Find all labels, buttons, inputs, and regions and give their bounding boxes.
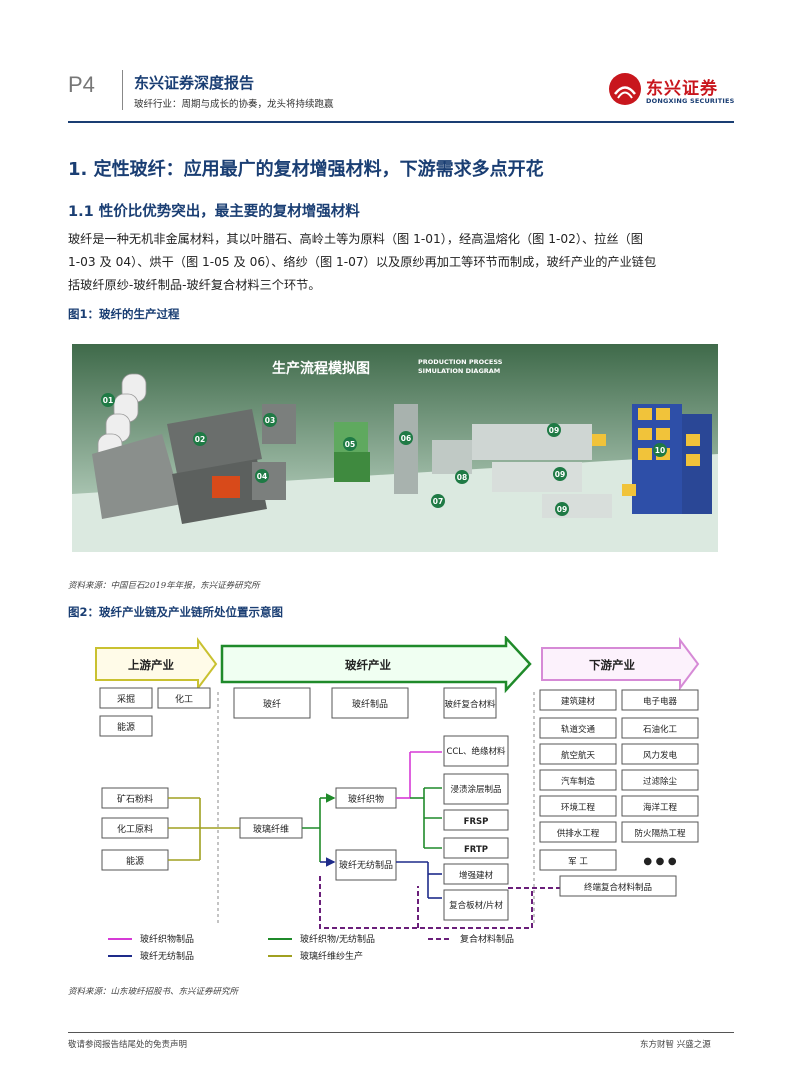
svg-text:07: 07 xyxy=(433,497,443,506)
legend: 玻纤织物制品 玻纤无纺制品 玻纤织物/无纺制品 玻璃纤维纱生产 复合材料制品 xyxy=(108,933,514,962)
svg-text:01: 01 xyxy=(103,396,113,405)
svg-text:玻纤织物制品: 玻纤织物制品 xyxy=(140,933,194,945)
figure1-source: 资料来源：中国巨石2019年年报，东兴证券研究所 xyxy=(68,581,260,591)
terminal-product: 终端复合材料制品 xyxy=(584,882,652,893)
report-title: 东兴证券深度报告 xyxy=(134,74,255,92)
svg-text:08: 08 xyxy=(457,473,467,482)
figure2-caption: 图2：玻纤产业链及产业链所处位置示意图 xyxy=(68,605,283,619)
footer-slogan: 东方财智 兴盛之源 xyxy=(640,1040,711,1050)
composite-item: 浸渍涂层制品 xyxy=(450,784,501,795)
downstream-item: 建筑建材 xyxy=(561,696,596,707)
raw-input: 化工原料 xyxy=(117,823,153,835)
composite-item: CCL、绝缘材料 xyxy=(446,746,506,757)
subsection-heading: 1.1 性价比优势突出，最主要的复材增强材料 xyxy=(68,204,360,220)
downstream-item: 环境工程 xyxy=(561,802,596,813)
figure2-source: 资料来源：山东玻纤招股书、东兴证券研究所 xyxy=(68,987,239,997)
svg-text:玻璃纤维纱生产: 玻璃纤维纱生产 xyxy=(300,950,363,962)
logo-text: 东兴证券 xyxy=(646,79,718,99)
svg-text:下游产业: 下游产业 xyxy=(589,658,635,672)
upstream-item: 化工 xyxy=(175,693,193,705)
page-number: P4 xyxy=(68,72,95,97)
upstream-item: 能源 xyxy=(117,721,135,733)
section-heading: 1. 定性玻纤：应用最广的复材增强材料，下游需求多点开花 xyxy=(68,159,544,180)
svg-text:03: 03 xyxy=(265,416,275,425)
paragraph-line: 玻纤是一种无机非金属材料，其以叶腊石、高岭土等为原料（图 1-01），经高温熔化… xyxy=(68,232,643,246)
downstream-item: 风力发电 xyxy=(643,750,678,761)
composite-item: FRTP xyxy=(464,845,488,855)
logo-icon xyxy=(609,73,641,105)
svg-text:05: 05 xyxy=(345,440,355,449)
downstream-more: ● ● ● xyxy=(643,856,676,867)
report-subtitle: 玻纤行业：周期与成长的协奏，龙头将持续跑赢 xyxy=(134,99,334,110)
svg-text:04: 04 xyxy=(257,472,267,481)
composite-item: FRSP xyxy=(464,817,489,827)
figure1-caption: 图1：玻纤的生产过程 xyxy=(68,307,180,321)
header-rule xyxy=(68,121,734,123)
step-markers: 01 02 03 04 05 06 07 08 09 09 09 10 xyxy=(101,393,667,516)
svg-text:09: 09 xyxy=(557,505,567,514)
production-process-illustration: 生产流程模拟图 PRODUCTION PROCESS SIMULATION DI… xyxy=(72,344,718,552)
footer-disclaimer: 敬请参阅报告结尾处的免责声明 xyxy=(68,1040,188,1050)
industry-chain-diagram: 上游产业 玻纤产业 下游产业 采掘 化工 能源 玻纤 玻纤制品 玻纤复合材料 xyxy=(95,636,700,962)
downstream-arrow: 下游产业 xyxy=(541,637,700,691)
svg-text:06: 06 xyxy=(401,434,411,443)
downstream-item: 航空航天 xyxy=(561,750,596,761)
svg-text:09: 09 xyxy=(549,426,559,435)
downstream-item: 过滤除尘 xyxy=(643,776,678,787)
upstream-arrow: 上游产业 xyxy=(95,637,218,691)
svg-text:复合材料制品: 复合材料制品 xyxy=(460,933,514,945)
downstream-item: 轨道交通 xyxy=(561,724,596,735)
upstream-item: 采掘 xyxy=(117,693,135,705)
midstream-item: 玻纤复合材料 xyxy=(444,699,496,710)
paragraph-line: 1-03 及 04）、烘干（图 1-05 及 06）、络纱（图 1-07）以及原… xyxy=(68,255,657,269)
logo-subtext: DONGXING SECURITIES xyxy=(646,97,735,105)
downstream-item: 军 工 xyxy=(568,857,588,867)
product-fabric: 玻纤织物 xyxy=(348,793,384,805)
composite-item: 增强建材 xyxy=(459,870,494,881)
midstream-arrow: 玻纤产业 xyxy=(220,636,532,694)
downstream-item: 供排水工程 xyxy=(557,828,600,839)
downstream-item: 防火隔热工程 xyxy=(634,828,686,839)
downstream-item: 海洋工程 xyxy=(643,802,678,813)
composite-item: 复合板材/片材 xyxy=(449,900,503,911)
header-divider xyxy=(122,70,123,110)
midstream-item: 玻纤 xyxy=(263,698,281,710)
svg-text:09: 09 xyxy=(555,470,565,479)
svg-text:上游产业: 上游产业 xyxy=(128,658,174,672)
banner-title: 生产流程模拟图 xyxy=(272,360,370,377)
svg-text:02: 02 xyxy=(195,435,205,444)
downstream-item: 汽车制造 xyxy=(561,776,596,787)
raw-input: 能源 xyxy=(126,855,144,867)
svg-text:玻纤产业: 玻纤产业 xyxy=(345,658,391,672)
footer-rule xyxy=(68,1032,734,1033)
midstream-item: 玻纤制品 xyxy=(352,698,388,710)
svg-text:10: 10 xyxy=(655,446,665,455)
svg-text:玻纤无纺制品: 玻纤无纺制品 xyxy=(140,950,194,962)
glass-fiber: 玻璃纤维 xyxy=(253,823,289,835)
paragraph-line: 括玻纤原纱-玻纤制品-玻纤复合材料三个环节。 xyxy=(68,278,321,292)
svg-text:玻纤织物/无纺制品: 玻纤织物/无纺制品 xyxy=(300,933,375,945)
banner-en-1: PRODUCTION PROCESS xyxy=(418,358,503,366)
downstream-item: 石油化工 xyxy=(643,724,678,735)
raw-input: 矿石粉料 xyxy=(117,793,153,805)
banner-en-2: SIMULATION DIAGRAM xyxy=(418,367,500,375)
product-nonwoven: 玻纤无纺制品 xyxy=(339,859,393,871)
downstream-item: 电子电器 xyxy=(643,696,678,707)
